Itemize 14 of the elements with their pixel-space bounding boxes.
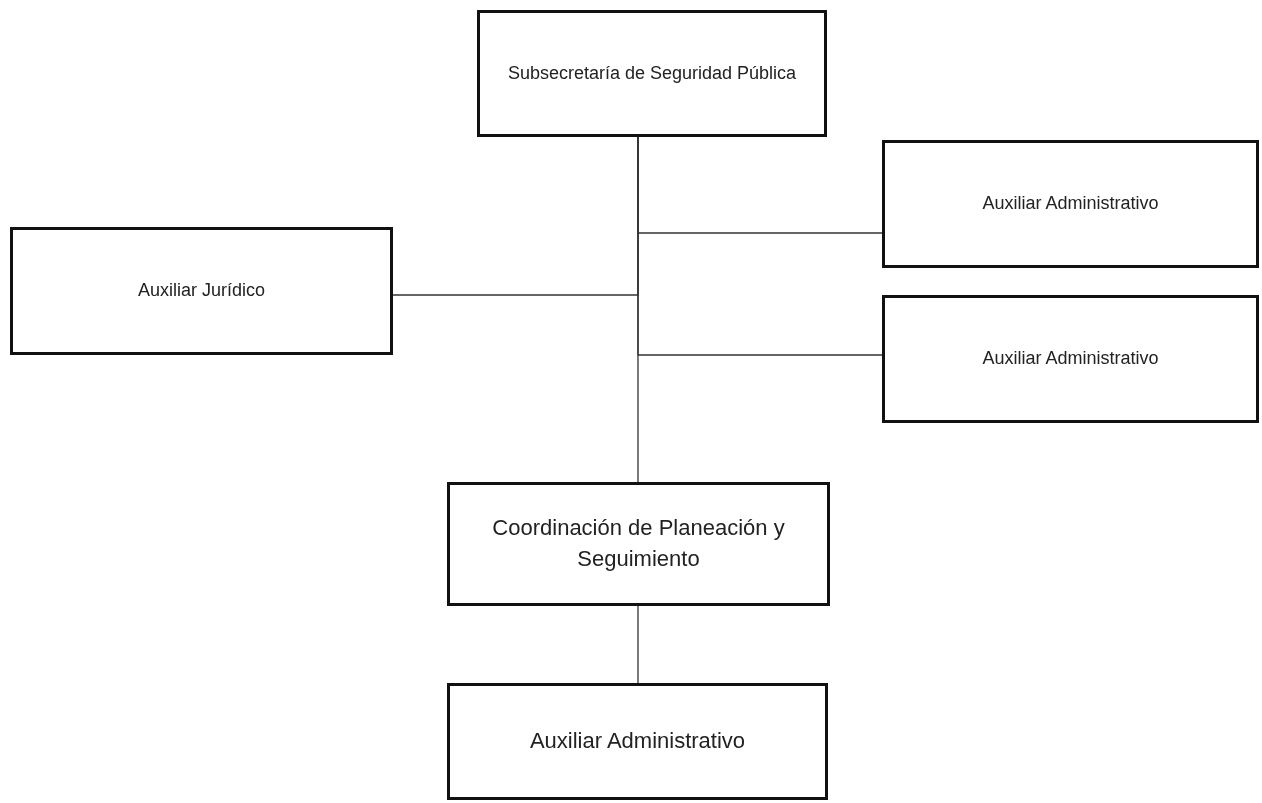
connector-line — [637, 136, 639, 483]
org-box — [477, 10, 827, 137]
box-title: Auxiliar Jurídico — [137, 279, 265, 303]
org-box — [447, 482, 830, 606]
box-title: Auxiliar Administrativo — [529, 727, 746, 756]
box-title: Coordinación de Planeación y Seguimiento — [491, 514, 786, 573]
box-title: Subsecretaría de Seguridad Pública — [507, 61, 797, 85]
box-title: Auxiliar Administrativo — [982, 192, 1159, 216]
org-box — [882, 295, 1259, 423]
org-box — [447, 683, 828, 800]
org-box — [10, 227, 393, 355]
connector-line — [637, 605, 639, 684]
box-title: Auxiliar Administrativo — [982, 347, 1159, 371]
org-box — [882, 140, 1259, 268]
